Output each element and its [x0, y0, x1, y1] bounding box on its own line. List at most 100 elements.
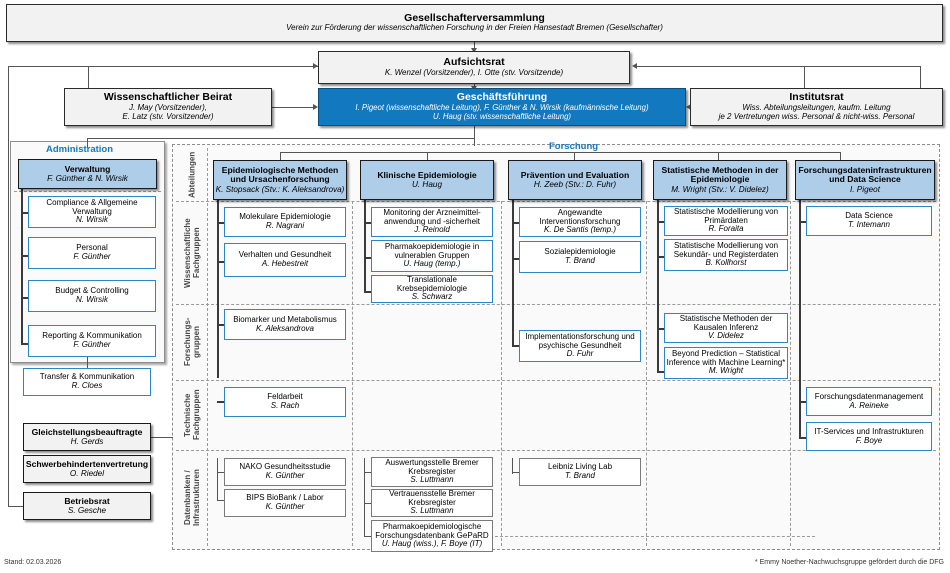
admin-unit-3-subtitle: F. Günther [73, 340, 111, 349]
dept-4-subtitle: I. Pigeot [849, 185, 881, 195]
connector-assembly-to-supervisory [474, 42, 475, 51]
d0-sci-0-subtitle: R. Nagrani [265, 221, 305, 230]
box-monitoring-arzneimittel[interactable]: Monitoring der Arzneimittel-anwendung un… [371, 207, 493, 237]
admin-unit-3-title: Reporting & Kommunikation [42, 331, 142, 341]
connector-advisory-vertical [88, 66, 89, 96]
d1-sci-1-title: Pharmakoepidemiologie in vulnerablen Gru… [384, 241, 480, 260]
verwaltung-subtitle: F. Günther & N. Wirsik [47, 174, 128, 184]
box-budget-controlling[interactable]: Budget & Controlling N. Wirsik [28, 280, 156, 312]
dept-1-title: Klinische Epidemiologie [377, 169, 477, 180]
box-it-services-infrastrukturen[interactable]: IT-Services und Infrastrukturen F. Boye [806, 422, 932, 451]
connector-dept2-db-spine [512, 458, 513, 474]
box-angewandte-interventionsforschung[interactable]: Angewandte Interventionsforschung K. De … [519, 207, 641, 237]
d2-db-0-subtitle: T. Brand [565, 471, 595, 480]
connector-dept3-b1 [657, 256, 664, 258]
connector-dept-stub-3 [718, 152, 719, 160]
box-schwerbehindertenvertretung[interactable]: Schwerbehindertenvertretung O. Riedel [23, 455, 151, 483]
transfer-subtitle: R. Cloes [71, 381, 103, 390]
research-row-sep-3 [176, 380, 936, 381]
connector-dept1-b1 [364, 257, 371, 259]
research-row-sep-1 [176, 201, 936, 202]
admin-unit-2-subtitle: N. Wirsik [76, 295, 108, 304]
d3-res-1-title: Beyond Prediction – Statistical Inferenc… [666, 348, 786, 367]
box-aufsichtsrat[interactable]: Aufsichtsrat K. Wenzel (Vorsitzender), I… [318, 51, 630, 84]
d0-tech-0-title: Feldarbeit [267, 392, 303, 402]
box-forschungsdatenmanagement[interactable]: Forschungsdatenmanagement A. Reineke [806, 387, 932, 416]
dept-3-subtitle: M. Wright (Stv.: V. Didelez) [671, 185, 769, 195]
dept-2-subtitle: H. Zeeb (Stv.: D. Fuhr) [533, 180, 617, 190]
connector-dept0-b3 [217, 401, 224, 403]
connector-dept0-db-b0 [217, 472, 224, 473]
d0-sci-1-title: Verhalten und Gesundheit [238, 250, 332, 260]
connector-to-research-panel [474, 138, 475, 146]
box-leibniz-living-lab[interactable]: Leibniz Living Lab T. Brand [519, 458, 641, 486]
box-institutsrat[interactable]: Institutsrat Wiss. Abteilungsleitungen, … [690, 88, 943, 126]
committee-1-title: Schwerbehindertenvertretung [25, 458, 149, 469]
connector-left-bus-to-supervisory [8, 66, 318, 67]
research-rowlabel-sep [207, 148, 208, 546]
footer-stand-date: Stand: 02.03.2026 [4, 559, 62, 566]
box-feldarbeit[interactable]: Feldarbeit S. Rach [224, 387, 346, 417]
box-auswertungsstelle-krebsregister[interactable]: Auswertungsstelle Bremer Krebsregister S… [371, 457, 493, 487]
committee-1-subtitle: O. Riedel [69, 469, 105, 479]
box-implementationsforschung[interactable]: Implementationsforschung und psychische … [519, 330, 641, 362]
connector-dept-stub-2 [574, 152, 575, 160]
connector-dept1-db-b0 [364, 472, 371, 473]
management-line2: U. Haug (stv. wissenschaftliche Leitung) [432, 111, 572, 121]
box-personal[interactable]: Personal F. Günther [28, 237, 156, 269]
connector-dept4-spine [799, 200, 801, 438]
connector-dept2-b1 [512, 258, 519, 260]
box-wissenschaftlicher-beirat[interactable]: Wissenschaftlicher Beirat J. May (Vorsit… [64, 88, 272, 126]
box-dept-epidemiologische-methoden[interactable]: Epidemiologische Methoden und Ursachenfo… [213, 160, 347, 200]
box-compliance-verwaltung[interactable]: Compliance & Allgemeine Verwaltung N. Wi… [28, 196, 156, 228]
box-gesellschafterversammlung[interactable]: Gesellschafterversammlung Verein zur För… [6, 4, 943, 42]
box-stat-modellierung-sekundaerdaten[interactable]: Statistische Modellierung von Sekundär- … [664, 239, 788, 271]
box-stat-modellierung-primaerdaten[interactable]: Statistische Modellierung von Primärdate… [664, 206, 788, 236]
box-dept-statistische-methoden[interactable]: Statistische Methoden in der Epidemiolog… [653, 160, 787, 200]
connector-management-down [474, 126, 475, 138]
rowlabel-wissenschaftliche-fachgruppen: Wissenschaftliche Fachgruppen [182, 218, 201, 288]
box-data-science[interactable]: Data Science T. Intemann [806, 206, 932, 236]
box-geschaeftsfuehrung[interactable]: Geschäftsführung I. Pigeot (wissenschaft… [318, 88, 686, 126]
connector-admin-branch-2 [21, 255, 28, 257]
box-gleichstellungsbeauftragte[interactable]: Gleichstellungsbeauftragte H. Gerds [23, 423, 151, 451]
box-dept-klinische-epidemiologie[interactable]: Klinische Epidemiologie U. Haug [360, 160, 494, 200]
d0-res-0-subtitle: K. Aleksandrova [256, 323, 314, 333]
box-translationale-krebsepidemiologie[interactable]: Translationale Krebsepidemiologie S. Sch… [371, 275, 493, 303]
box-dept-praevention-evaluation[interactable]: Prävention und Evaluation H. Zeeb (Stv.:… [508, 160, 642, 200]
connector-dept3-b3 [657, 371, 664, 373]
box-bips-biobank-labor[interactable]: BIPS BioBank / Labor K. Günther [224, 489, 346, 517]
research-col-sep-3 [646, 201, 647, 546]
box-beyond-prediction[interactable]: Beyond Prediction – Statistical Inferenc… [664, 347, 788, 379]
box-gepard[interactable]: Pharmakoepidemiologische Forschungsdaten… [371, 520, 493, 552]
d0-db-1-title: BIPS BioBank / Labor [246, 493, 324, 503]
research-col-sep-4 [790, 201, 791, 546]
box-transfer-kommunikation[interactable]: Transfer & Kommunikation R. Cloes [23, 368, 151, 396]
box-sozialepidemiologie[interactable]: Sozialepidemiologie T. Brand [519, 241, 641, 273]
box-biomarker-metabolismus[interactable]: Biomarker und Metabolismus K. Aleksandro… [224, 309, 346, 340]
administration-caption: Administration [46, 144, 114, 155]
box-pharmakoepidemiologie-vulnerable[interactable]: Pharmakoepidemiologie in vulnerablen Gru… [371, 240, 493, 272]
box-dept-forschungsdateninfrastrukturen[interactable]: Forschungsdateninfrastrukturen und Data … [795, 160, 935, 200]
d1-db-2-title: Pharmakoepidemiologische Forschungsdaten… [375, 521, 489, 540]
box-betriebsrat[interactable]: Betriebsrat S. Gesche [23, 492, 151, 520]
connector-management-split [87, 138, 474, 139]
box-reporting-kommunikation[interactable]: Reporting & Kommunikation F. Günther [28, 325, 156, 357]
d3-sci-0-title: Statistische Modellierung von Primärdate… [673, 206, 779, 225]
d1-sci-0-subtitle: J. Reinold [414, 225, 450, 235]
rowlabel-technische-fachgruppen: Technische Fachgruppen [182, 389, 201, 441]
box-stat-methoden-kausale-inferenz[interactable]: Statistische Methoden der Kausalen Infer… [664, 313, 788, 343]
council-title: Institutsrat [789, 91, 844, 104]
d3-sci-1-subtitle: B. Kollhorst [705, 258, 747, 268]
box-nako-gesundheitsstudie[interactable]: NAKO Gesundheitsstudie K. Günther [224, 458, 346, 486]
box-molekulare-epidemiologie[interactable]: Molekulare Epidemiologie R. Nagrani [224, 207, 346, 237]
box-verhalten-gesundheit[interactable]: Verhalten und Gesundheit A. Hebestreit [224, 243, 346, 277]
d0-res-0-title: Biomarker und Metabolismus [233, 314, 337, 324]
connector-dept2-b2 [512, 345, 519, 347]
research-row-sep-2 [176, 304, 936, 305]
connector-dept0-db-spine [217, 458, 218, 500]
box-verwaltung[interactable]: Verwaltung F. Günther & N. Wirsik [18, 159, 157, 189]
d3-sci-1-title: Statistische Modellierung von Sekundär- … [673, 240, 779, 259]
committee-2-subtitle: S. Gesche [67, 506, 107, 516]
box-vertrauensstelle-krebsregister[interactable]: Vertrauensstelle Bremer Krebsregister S.… [371, 489, 493, 517]
